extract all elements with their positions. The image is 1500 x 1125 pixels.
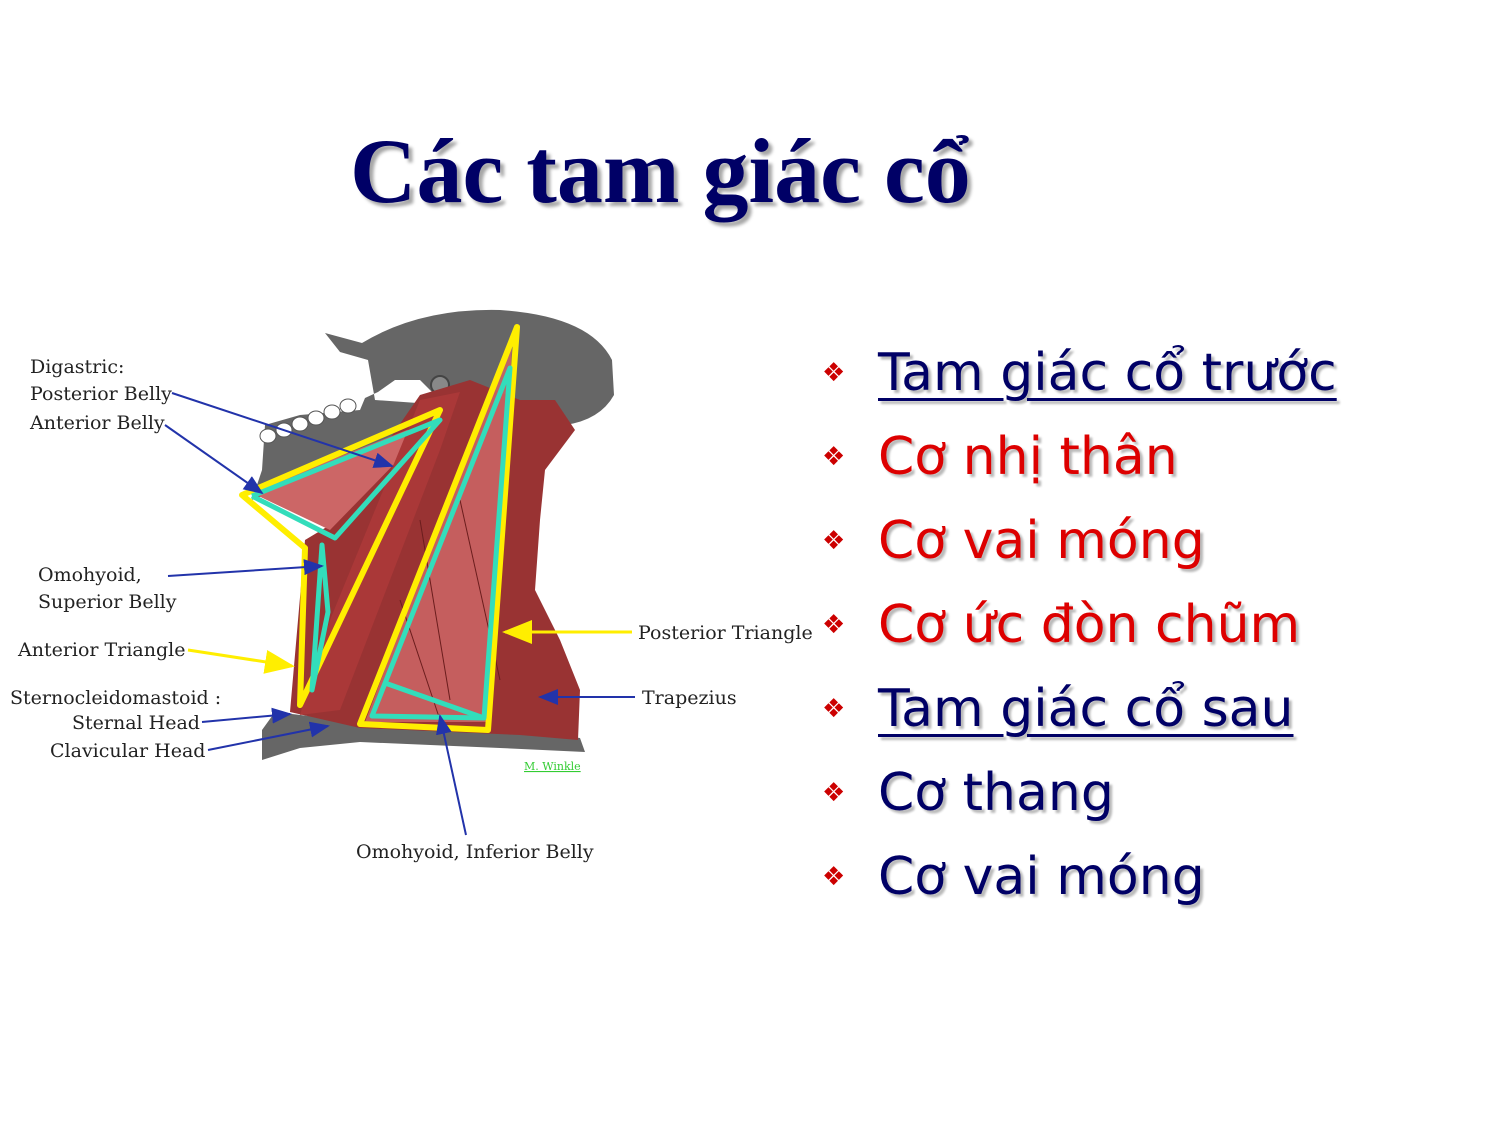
bullet-list: ❖ Tam giác cổ trước ❖ Cơ nhị thân ❖ Cơ vai … bbox=[822, 336, 1337, 924]
neck-diagram-svg: Digastric: Posterior Belly Anterior Bell… bbox=[10, 309, 813, 863]
digastric-outline-cyan bbox=[250, 417, 443, 541]
label-anterior-belly: Anterior Belly bbox=[29, 412, 165, 434]
bullet-text: Cơ ức đòn chũm bbox=[878, 595, 1301, 655]
bullet-item: ❖ Cơ vai móng bbox=[822, 840, 1337, 924]
omohyoid-superior-arrow bbox=[167, 559, 324, 577]
bullet-item[interactable]: ❖ Tam giác cổ sau bbox=[822, 672, 1337, 756]
anterior-region-light bbox=[250, 417, 440, 530]
bullet-item[interactable]: ❖ Tam giác cổ trước bbox=[822, 336, 1337, 420]
label-anterior-triangle: Anterior Triangle bbox=[17, 639, 185, 661]
omohyoid-inferior-outline-cyan bbox=[384, 680, 485, 721]
label-posterior-triangle: Posterior Triangle bbox=[638, 622, 813, 644]
bullet-item: ❖ Cơ thang bbox=[822, 756, 1337, 840]
bullet-link-posterior-triangle[interactable]: Tam giác cổ sau bbox=[878, 679, 1294, 739]
label-omohyoid-superior-1: Omohyoid, bbox=[38, 564, 142, 586]
label-posterior-belly: Posterior Belly bbox=[30, 383, 172, 405]
bullet-text: Cơ vai móng bbox=[878, 847, 1205, 907]
posterior-belly-arrow bbox=[171, 392, 394, 468]
anterior-belly-arrow bbox=[164, 424, 264, 495]
artist-signature: M. Winkle bbox=[524, 760, 581, 773]
label-omohyoid-inferior: Omohyoid, Inferior Belly bbox=[356, 841, 594, 863]
anterior-triangle-outline-yellow bbox=[239, 407, 443, 708]
bullet-text: Cơ vai móng bbox=[878, 511, 1205, 571]
posterior-triangle-outline-cyan bbox=[369, 365, 513, 721]
bullet-item: ❖ Cơ vai móng bbox=[822, 504, 1337, 588]
neck-triangles-diagram: Digastric: Posterior Belly Anterior Bell… bbox=[0, 290, 820, 890]
label-omohyoid-superior-2: Superior Belly bbox=[38, 591, 177, 613]
omohyoid-inferior-arrow bbox=[436, 714, 467, 836]
bullet-text: Cơ nhị thân bbox=[878, 427, 1178, 487]
diamond-bullet-icon: ❖ bbox=[822, 526, 846, 556]
label-sternal-head: Sternal Head bbox=[72, 712, 200, 734]
sternal-head-arrow bbox=[201, 707, 292, 724]
anterior-triangle-arrow bbox=[187, 648, 295, 674]
diamond-bullet-icon: ❖ bbox=[822, 610, 846, 640]
diamond-bullet-icon: ❖ bbox=[822, 358, 846, 388]
bullet-item: ❖ Cơ nhị thân bbox=[822, 420, 1337, 504]
bullet-item: ❖ Cơ ức đòn chũm bbox=[822, 588, 1337, 672]
omohyoid-superior-outline-cyan bbox=[309, 542, 331, 693]
label-trapezius: Trapezius bbox=[642, 687, 737, 709]
label-sternocleidomastoid: Sternocleidomastoid : bbox=[10, 687, 221, 709]
scm-muscle bbox=[300, 392, 460, 715]
bullet-link-anterior-triangle[interactable]: Tam giác cổ trước bbox=[878, 343, 1337, 403]
posterior-triangle-outline-yellow bbox=[357, 324, 520, 733]
diamond-bullet-icon: ❖ bbox=[822, 778, 846, 808]
teeth-icon bbox=[259, 398, 357, 444]
label-digastric: Digastric: bbox=[30, 356, 124, 378]
diamond-bullet-icon: ❖ bbox=[822, 442, 846, 472]
bullet-text: Cơ thang bbox=[878, 763, 1114, 823]
diamond-bullet-icon: ❖ bbox=[822, 862, 846, 892]
label-clavicular-head: Clavicular Head bbox=[50, 740, 205, 762]
diamond-bullet-icon: ❖ bbox=[822, 694, 846, 724]
clavicular-head-arrow bbox=[207, 721, 330, 751]
slide-title: Các tam giác cổ bbox=[350, 120, 971, 222]
